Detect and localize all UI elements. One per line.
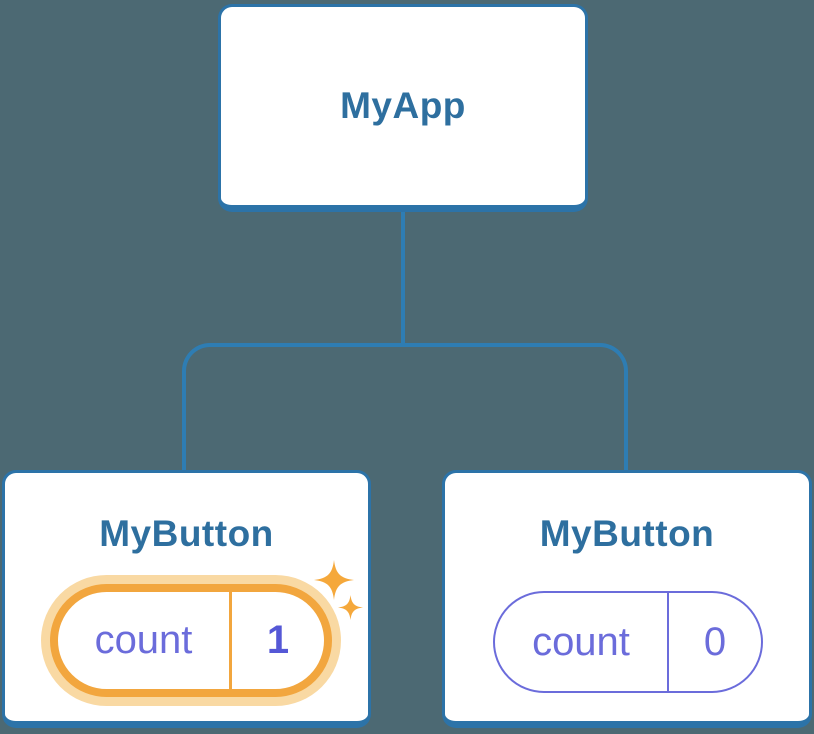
component-label-mybutton-plain: MyButton <box>539 513 715 554</box>
component-node-mybutton-plain: MyButton count 0 <box>442 470 812 728</box>
connector-root-stem <box>401 209 405 347</box>
component-label-myapp: MyApp <box>340 85 466 126</box>
connector-branches <box>182 343 628 471</box>
state-key-label: count <box>94 618 193 662</box>
component-label-mybutton-active: MyButton <box>99 513 274 554</box>
state-key-label: count <box>532 619 630 664</box>
component-node-mybutton-active: MyButton count 1 <box>2 470 371 728</box>
sparkle-large-icon <box>314 560 354 600</box>
state-pill-highlighted: count 1 <box>50 584 332 697</box>
state-value: 1 <box>266 618 290 662</box>
state-pill-divider <box>667 593 669 691</box>
state-pill-plain: count 0 <box>493 591 763 693</box>
component-node-myapp: MyApp <box>218 4 588 212</box>
sparkle-small-icon <box>338 595 363 620</box>
state-pill-divider <box>229 592 232 689</box>
state-value: 0 <box>703 619 727 664</box>
